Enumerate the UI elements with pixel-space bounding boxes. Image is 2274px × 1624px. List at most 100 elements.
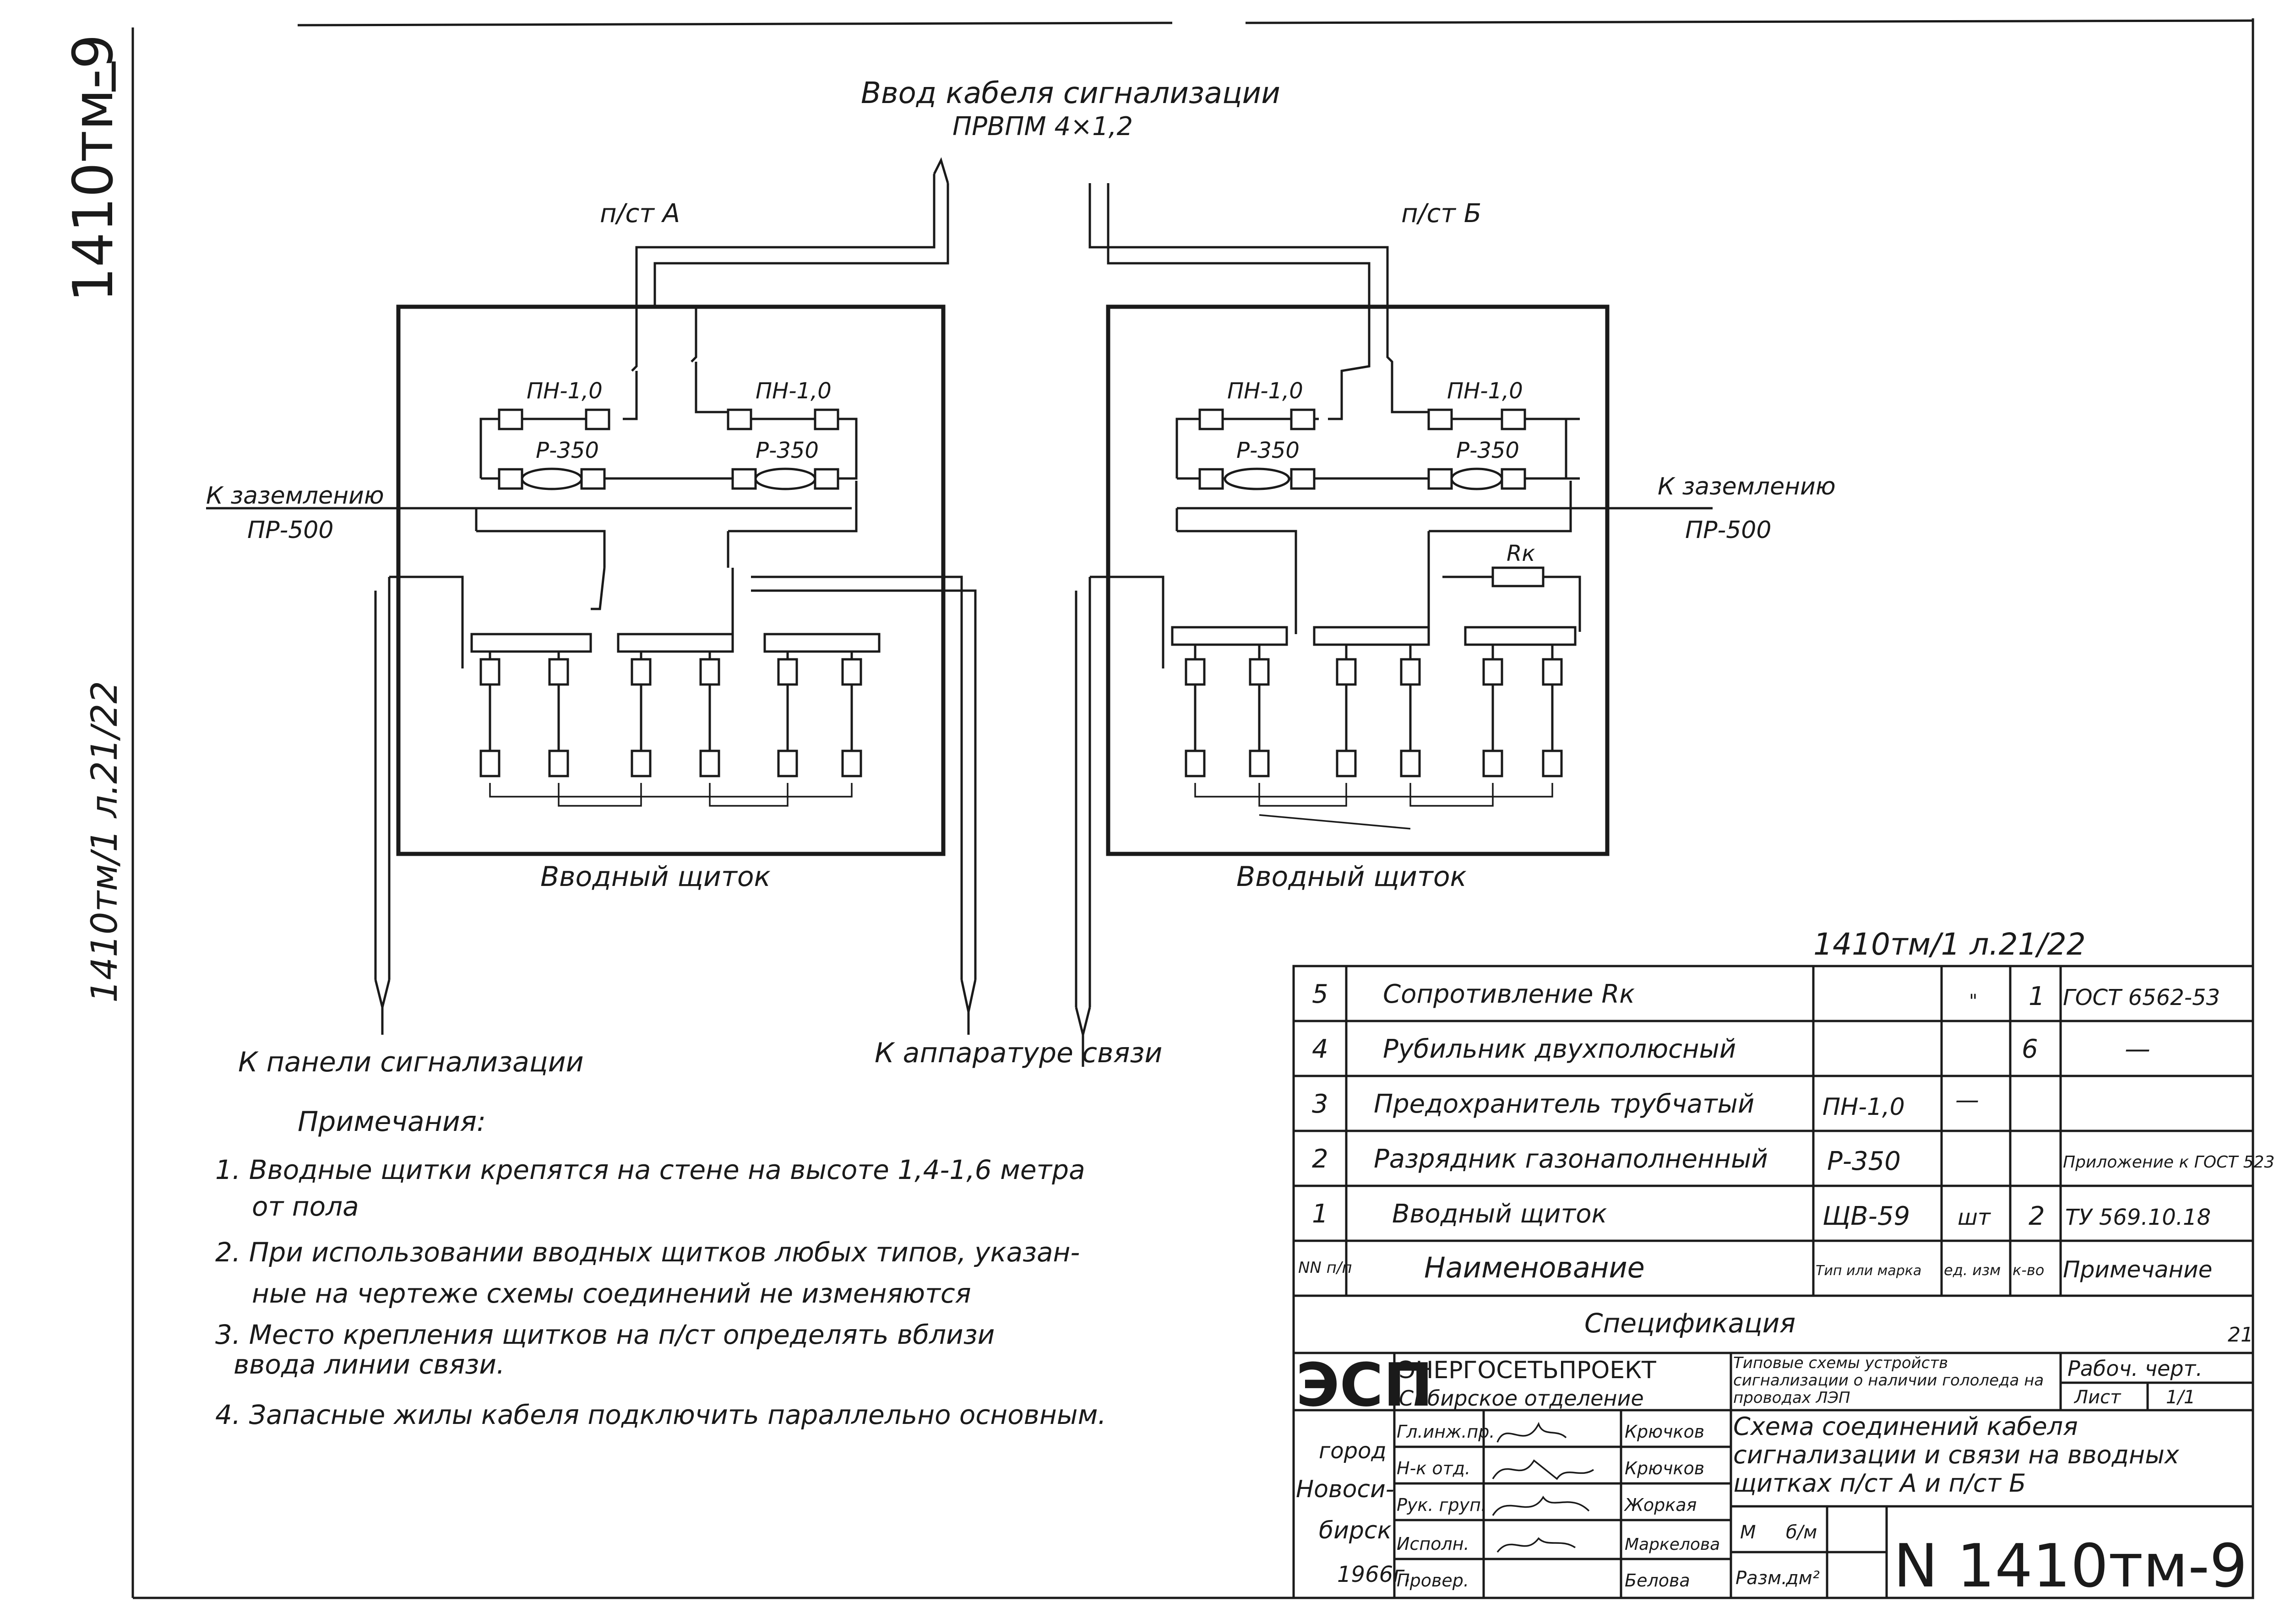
scale-value: б/м [1786,1522,1817,1543]
role-row: Н-к отд. Крючков [1397,1458,1704,1478]
role-name: Крючков [1625,1458,1704,1478]
spec-row: 5 Сопротивление Rк " 1 ГОСТ 6562-53 [1312,979,2220,1012]
role-name: Жоркая [1624,1495,1697,1515]
sheet-value: 1/1 [2166,1387,2195,1408]
note-line-1: 1. Вводные щитки крепятся на стене на вы… [215,1154,1085,1185]
role-name: Крючков [1625,1422,1704,1442]
role-title: Н-к отд. [1397,1458,1470,1478]
role-title: Провер. [1397,1570,1469,1591]
spec-header-type: Тип или марка [1816,1263,1921,1279]
note-line-4: ные на чертеже схемы соединений не измен… [252,1278,971,1309]
right-input-panel: ПН-1,0 ПН-1,0 Р-350 Р-350 Rк [1075,304,1713,1007]
signatures [1492,1422,1594,1553]
cable-entry: Ввод кабеля сигнализации ПРВПМ 4×1,2 п/с… [600,76,1481,307]
notes-heading: Примечания: [298,1106,486,1138]
drawing-number: N 1410тм-9 [1893,1531,2247,1601]
ground-left-label: К заземлению [206,482,384,510]
spec-row: 4 Рубильник двухполюсный 6 — [1312,1034,2150,1064]
specification-table: 1410тм/1 л.21/22 5 Сопротивление Rк " 1 … [1292,927,2274,1599]
spec-row-qty: 6 [2022,1034,2038,1064]
spec-header-note: Примечание [2063,1256,2212,1283]
role-row: Исполн. Маркелова [1397,1534,1720,1554]
size-value: дм² [1785,1568,1820,1589]
spec-row: 2 Разрядник газонаполненный Р-350 Прилож… [1312,1144,2274,1176]
role-row: Гл.инж.пр. Крючков [1397,1422,1704,1442]
spec-row-note: — [2125,1034,2150,1064]
left-panel-caption: Вводный щиток [540,861,771,893]
right-resistor-label: Rк [1507,541,1535,566]
ground-right-wire: ПР-500 [1685,516,1771,544]
left-input-panel: ПН-1,0 ПН-1,0 Р-350 Р-350 [206,304,977,980]
right-fuse-left-label: ПН-1,0 [1227,378,1303,404]
role-name: Маркелова [1625,1535,1720,1554]
to-comm-label: К аппаратуре связи [875,1037,1162,1069]
city-line-3: бирск [1319,1517,1392,1544]
note-line-6: ввода линии связи. [234,1349,505,1380]
side-top-label: 1410тм-9 [62,34,125,302]
spec-row-name: Рубильник двухполюсный [1383,1034,1736,1064]
spec-row-type: Р-350 [1827,1146,1901,1176]
role-row: Провер. Белова [1397,1570,1690,1591]
note-line-2: от пола [252,1191,359,1222]
size-label: Разм. [1735,1568,1787,1589]
left-fuse-left-label: ПН-1,0 [527,378,603,404]
to-signal-panel-label: К панели сигнализации [238,1046,584,1078]
spec-header-row: NN п/п Наименование Тип или марка ед. из… [1298,1251,2212,1284]
spec-row-name: Сопротивление Rк [1383,979,1635,1009]
right-panel-caption: Вводный щиток [1236,861,1467,893]
spec-row-unit: — [1955,1086,1979,1114]
right-fuse-columns [1185,645,1563,830]
scale-label: М [1740,1522,1756,1543]
substation-b-label: п/ст Б [1401,199,1481,228]
spec-row-num: 1 [1312,1199,1328,1229]
spec-row-note: ГОСТ 6562-53 [2063,985,2220,1010]
ground-left-wire: ПР-500 [247,516,333,544]
spec-sheet-ref: 1410тм/1 л.21/22 [1813,927,2086,962]
city-line-1: город [1319,1438,1387,1464]
project-title: Типовые схемы устройств сигнализации о н… [1733,1354,2044,1407]
role-title: Исполн. [1397,1534,1469,1554]
spec-row-qty: 2 [2029,1201,2045,1231]
spec-row-type: ЩВ-59 [1822,1201,1910,1231]
substation-a-label: п/ст А [600,199,680,228]
sheet-label: Лист [2073,1387,2122,1408]
spec-row-num: 2 [1312,1144,1328,1174]
drawing-title: Схема соединений кабеля сигнализации и с… [1733,1412,2179,1498]
spec-header-num: NN п/п [1298,1259,1352,1277]
side-lower-label: 1410тм/1 л.21/22 [84,681,125,1003]
spec-row-num: 3 [1312,1089,1328,1119]
spec-row-unit: " [1969,991,1977,1012]
city-line-2: Новоси- [1296,1476,1394,1503]
spec-row-name: Разрядник газонаполненный [1374,1144,1768,1174]
left-fuse-right-label: ПН-1,0 [756,378,832,404]
spec-header-qty: к-во [2013,1261,2044,1279]
cable-entry-type: ПРВПМ 4×1,2 [952,112,1133,141]
spec-row-note: Приложение к ГОСТ 5238-58 [2063,1153,2274,1172]
side-labels: 1410тм-9 I 1410тм/1 л.21/22 [62,34,125,1003]
spec-row-num: 4 [1312,1034,1328,1064]
note-line-7: 4. Запасные жилы кабеля подключить парал… [215,1399,1106,1430]
spec-row-qty: 1 [2029,982,2045,1011]
spec-row-unit: шт [1958,1205,1991,1230]
title-block: ЭСП ЭНЕРГОСЕТЬПРОЕКТ Сибирское отделение… [1294,1350,2253,1601]
org-name: ЭНЕРГОСЕТЬПРОЕКТ [1399,1357,1656,1384]
note-line-3: 2. При использовании вводных щитков любы… [215,1237,1080,1268]
right-arrester-right-label: Р-350 [1456,438,1519,463]
spec-row: 3 Предохранитель трубчатый ПН-1,0 — [1312,1086,1979,1121]
left-fuse-columns [479,652,862,807]
spec-header-unit: ед. изм [1944,1261,2001,1279]
org-abbreviation: ЭСП [1296,1350,1433,1420]
notes: Примечания: 1. Вводные щитки крепятся на… [215,1106,1106,1430]
spec-title: Спецификация [1584,1308,1795,1339]
left-arrester-left-label: Р-350 [536,438,599,463]
spec-row-note: ТУ 569.10.18 [2065,1205,2211,1230]
cable-entry-title: Ввод кабеля сигнализации [861,76,1280,110]
spec-row-name: Вводный щиток [1392,1199,1607,1229]
left-arrester-right-label: Р-350 [756,438,819,463]
role-title: Рук. груп. [1397,1495,1486,1515]
spec-page-number: 21 [2228,1323,2253,1347]
role-title: Гл.инж.пр. [1397,1422,1495,1442]
right-fuse-right-label: ПН-1,0 [1447,378,1523,404]
spec-row-name: Предохранитель трубчатый [1374,1089,1754,1119]
